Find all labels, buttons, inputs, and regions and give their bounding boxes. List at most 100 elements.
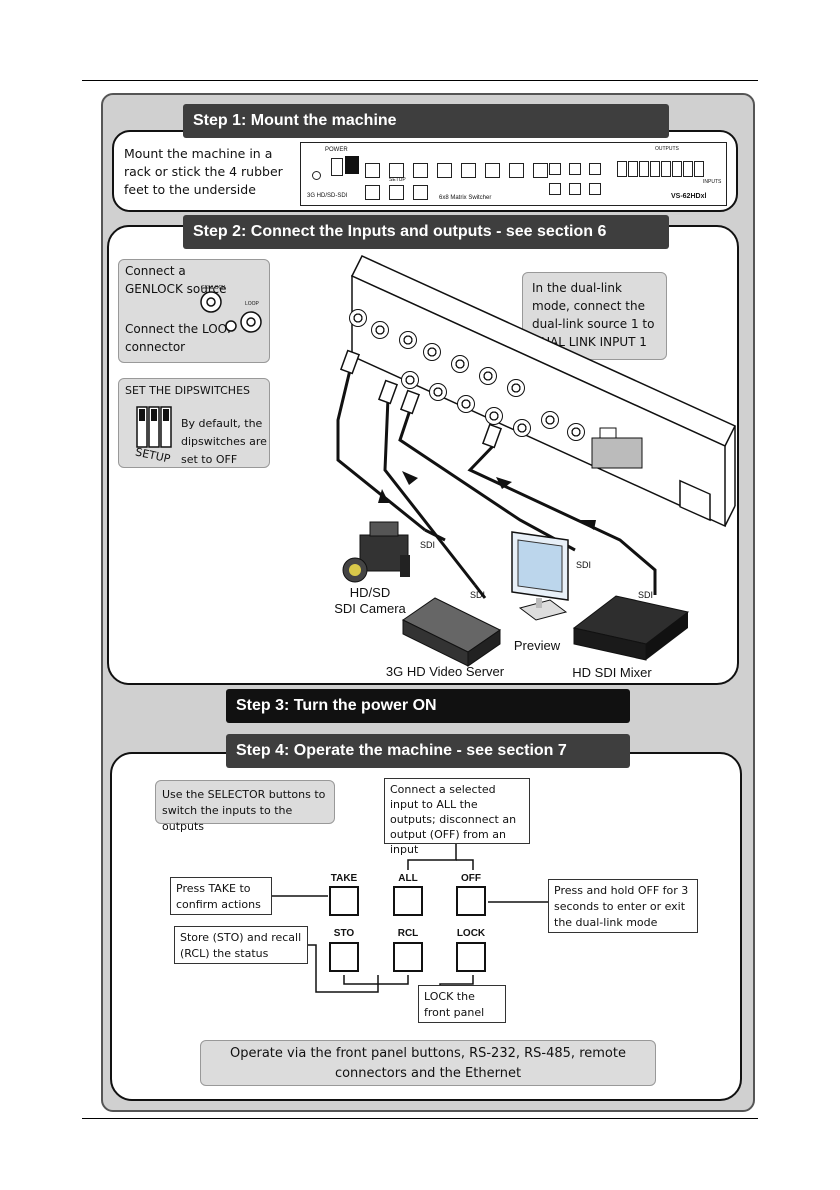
front-panel-input-button	[389, 185, 404, 200]
sdi-label-mixer: SDI	[638, 590, 654, 600]
video-server-icon	[402, 597, 501, 667]
lock-note: LOCK the front panel	[424, 990, 485, 1019]
sdi-label-server: SDI	[470, 590, 486, 600]
sto-button[interactable]	[329, 942, 359, 972]
top-rule	[82, 80, 758, 81]
front-panel-input-button	[365, 185, 380, 200]
all-button[interactable]	[393, 886, 423, 916]
loop-connector-label: LOOP	[245, 301, 259, 307]
power-label: POWER	[325, 147, 348, 153]
sdi-label-preview: SDI	[576, 560, 592, 570]
selector-note-box: Use the SELECTOR buttons to switch the i…	[155, 780, 335, 833]
bnc-connector-icon	[371, 321, 389, 339]
inputs-label: INPUTS	[703, 179, 722, 185]
outputs-label: OUTPUTS	[655, 146, 679, 152]
footer-note: Operate via the front panel buttons, RS-…	[230, 1046, 626, 1081]
store-note: Store (STO) and recall (RCL) the status	[180, 931, 302, 960]
take-label: TAKE	[330, 873, 358, 884]
off-note-box: Press and hold OFF for 3 seconds to ente…	[548, 879, 698, 933]
step2-title: Step 2: Connect the Inputs and outputs -…	[183, 215, 669, 249]
rcl-button[interactable]	[393, 942, 423, 972]
front-panel-selector-button	[389, 163, 404, 178]
front-panel-dipswitch	[639, 161, 649, 177]
bnc-connector-icon	[541, 411, 559, 429]
lock-note-box: LOCK the front panel	[418, 985, 506, 1023]
bnc-connector-icon	[567, 423, 585, 441]
bnc-connector-icon	[457, 395, 475, 413]
all-label: ALL	[398, 873, 418, 884]
front-panel-function-button	[589, 183, 601, 195]
bnc-connector-icon	[401, 371, 419, 389]
dip-title: SET THE DIPSWITCHES	[125, 384, 250, 397]
front-panel-input-button	[413, 185, 428, 200]
front-panel-dipswitch	[683, 161, 693, 177]
model-left-label: 3G HD/SD-SDI	[307, 193, 348, 199]
front-panel-dipswitch	[617, 161, 627, 177]
bnc-connector-icon	[423, 343, 441, 361]
selector-note: Use the SELECTOR buttons to switch the i…	[162, 788, 326, 833]
front-panel-illustration: POWER 3G HD/SD-SDI 6x8 Matrix Switcher V…	[300, 142, 727, 206]
rcl-label: RCL	[397, 928, 419, 939]
bnc-connector-icon	[479, 367, 497, 385]
footer-note-box: Operate via the front panel buttons, RS-…	[200, 1040, 656, 1086]
genlock-note-box: Connect a GENLOCK source Connect the LOO…	[118, 259, 270, 363]
preview-monitor-icon	[511, 531, 569, 621]
step1-note: Mount the machine in a rack or stick the…	[124, 146, 283, 197]
front-panel-selector-button	[437, 163, 452, 178]
front-panel-selector-button	[485, 163, 500, 178]
dip-note: By default, the dipswitches are set to O…	[181, 417, 267, 466]
off-button[interactable]	[456, 886, 486, 916]
take-note-box: Press TAKE to confirm actions	[170, 877, 272, 915]
front-panel-selector-button	[413, 163, 428, 178]
front-panel-dipswitch	[672, 161, 682, 177]
off-note: Press and hold OFF for 3 seconds to ente…	[554, 884, 689, 929]
genlock-note-1: Connect a GENLOCK source	[125, 264, 227, 296]
bnc-connector-icon	[399, 331, 417, 349]
mixer-label: HD SDI Mixer	[572, 665, 652, 680]
kramer-logo	[345, 156, 359, 174]
front-panel-selector-button	[365, 163, 380, 178]
front-panel-function-button	[589, 163, 601, 175]
camera-icon	[342, 521, 410, 583]
step4-title: Step 4: Operate the machine - see sectio…	[226, 734, 630, 768]
lock-button[interactable]	[456, 942, 486, 972]
model-center-label: 6x8 Matrix Switcher	[439, 195, 492, 201]
genlock-connectors-drawing	[200, 291, 262, 333]
camera-label: HD/SD SDI Camera	[334, 585, 406, 616]
front-panel-selector-button	[533, 163, 548, 178]
dual-link-note: In the dual-link mode, connect the dual-…	[532, 281, 655, 367]
front-panel-dipswitch	[628, 161, 638, 177]
bnc-connector-icon	[429, 383, 447, 401]
step1-title: Step 1: Mount the machine	[183, 104, 669, 138]
bnc-connector-icon	[513, 419, 531, 437]
sdi-mixer-icon	[572, 595, 690, 661]
bnc-connector-icon	[485, 407, 503, 425]
dipswitch-note-box: SET THE DIPSWITCHES By default, the dips…	[118, 378, 270, 468]
all-note-box: Connect a selected input to ALL the outp…	[384, 778, 530, 856]
step3-title: Step 3: Turn the power ON	[226, 689, 630, 723]
genlock-connector-label: GENLOCK	[201, 285, 226, 291]
bnc-connector-icon	[451, 355, 469, 373]
bnc-connector-icon	[507, 379, 525, 397]
preview-label: Preview	[513, 638, 561, 653]
take-note: Press TAKE to confirm actions	[176, 882, 261, 911]
front-panel-dipswitch	[650, 161, 660, 177]
front-panel-function-button	[549, 183, 561, 195]
front-panel-dipswitch	[661, 161, 671, 177]
front-panel-function-button	[569, 163, 581, 175]
front-panel-function-button	[569, 183, 581, 195]
front-panel-selector-button	[509, 163, 524, 178]
ir-sensor	[312, 171, 321, 180]
front-panel-function-button	[549, 163, 561, 175]
off-label: OFF	[461, 873, 481, 884]
take-button[interactable]	[329, 886, 359, 916]
store-note-box: Store (STO) and recall (RCL) the status	[174, 926, 308, 964]
bottom-rule	[82, 1118, 758, 1119]
model-right-label: VS-62HDxl	[671, 193, 707, 200]
front-panel-dipswitch	[694, 161, 704, 177]
dipswitch-icon	[136, 406, 172, 448]
sto-label: STO	[333, 928, 355, 939]
